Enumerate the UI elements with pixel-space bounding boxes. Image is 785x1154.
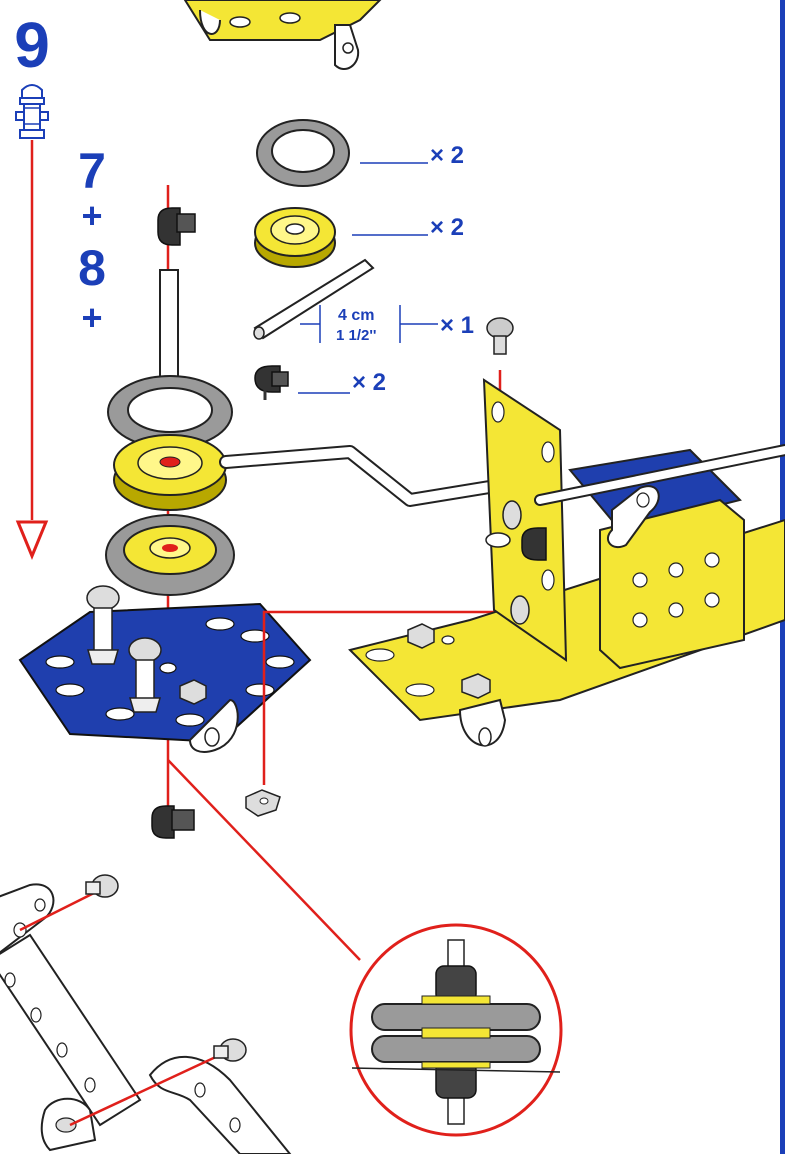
- rod-quantity: × 1: [440, 312, 474, 339]
- bolt-icon: [85, 874, 119, 898]
- ring-quantity: × 2: [430, 142, 464, 169]
- callout-line: [167, 759, 361, 961]
- rubber-ring-icon: [256, 119, 350, 187]
- nut-icon: [245, 789, 281, 817]
- previous-step-7: 7: [78, 143, 106, 199]
- previous-step-8: 8: [78, 240, 106, 296]
- pulley-icon: [254, 207, 336, 268]
- step-number: 9: [14, 9, 50, 81]
- length-imperial: 1 1/2'': [336, 327, 377, 344]
- collar-icon: [254, 365, 289, 400]
- plus-sign: +: [81, 297, 102, 338]
- rubber-ring-icon: [105, 514, 235, 596]
- axle-rod-icon: [253, 258, 375, 340]
- yellow-chassis-assembly: [348, 378, 785, 747]
- detail-callout: [349, 923, 563, 1137]
- metal-strip-assembly: [0, 883, 292, 1154]
- pulley-icon: [113, 434, 227, 511]
- bolt-icon: [486, 317, 514, 355]
- down-arrow-icon: [15, 520, 49, 560]
- blue-flat-plate: [18, 602, 312, 744]
- length-dimension: 4 cm 1 1/2'': [300, 305, 438, 344]
- collar-icon: [157, 207, 196, 246]
- plate-lug: [188, 698, 239, 753]
- plus-sign: +: [81, 195, 102, 236]
- bolt-icon: [213, 1038, 247, 1062]
- rubber-ring-icon: [107, 375, 233, 449]
- previous-assembly-top: [183, 0, 382, 70]
- length-metric: 4 cm: [338, 307, 374, 324]
- assembly-guide-line: [69, 1053, 221, 1127]
- bolt-icon: [15, 84, 49, 139]
- assembly-guide-line: [19, 888, 101, 932]
- collar-quantity: × 2: [352, 369, 386, 396]
- pulley-quantity: × 2: [430, 214, 464, 241]
- collar-icon: [151, 805, 195, 839]
- bolt-icon: [128, 637, 162, 713]
- nut-icon: [179, 679, 207, 705]
- bolt-icon: [86, 585, 120, 665]
